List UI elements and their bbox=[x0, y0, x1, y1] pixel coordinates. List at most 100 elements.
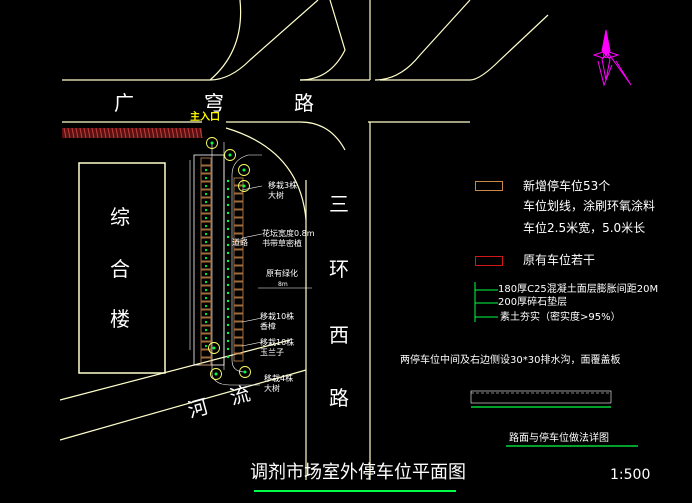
parking-spot bbox=[200, 301, 212, 310]
shrub-dot bbox=[226, 323, 230, 327]
parking-spot bbox=[200, 253, 212, 262]
tree-symbol bbox=[210, 368, 222, 380]
legend-new-spot-swatch bbox=[475, 181, 503, 191]
parking-spot bbox=[233, 193, 244, 202]
shrub-dot bbox=[226, 235, 230, 239]
parking-spot bbox=[200, 165, 212, 174]
shrub-dot bbox=[204, 248, 208, 252]
parking-spot bbox=[233, 225, 244, 234]
parking-spot bbox=[200, 157, 212, 166]
shrub-dot bbox=[226, 251, 230, 255]
parking-spot bbox=[200, 285, 212, 294]
note-plant-top: 移栽3株大树 bbox=[268, 181, 298, 200]
shrub-dot bbox=[204, 256, 208, 260]
parking-spot bbox=[200, 189, 212, 198]
road-name-guangqiong-3: 路 bbox=[294, 91, 316, 115]
shrub-dot bbox=[226, 211, 230, 215]
tree-symbol bbox=[238, 164, 250, 176]
shrub-dot bbox=[204, 280, 208, 284]
shrub-dot bbox=[204, 168, 208, 172]
tree-symbol bbox=[206, 137, 218, 149]
shrub-dot bbox=[204, 320, 208, 324]
shrub-dot bbox=[204, 200, 208, 204]
building-name-1: 综 bbox=[110, 205, 132, 229]
shrub-dot bbox=[204, 216, 208, 220]
section-layer-2: 200厚碎石垫层 bbox=[498, 297, 568, 308]
parking-spot bbox=[200, 341, 212, 350]
parking-spot bbox=[233, 353, 244, 362]
parking-spot bbox=[233, 329, 244, 338]
note-road: 道路 bbox=[232, 238, 248, 247]
section-layer-3: 素土夯实（密实度>95%） bbox=[500, 312, 621, 323]
shrub-dot bbox=[226, 291, 230, 295]
shrub-dot bbox=[204, 328, 208, 332]
road-name-sanhuan-3: 西 bbox=[329, 323, 351, 347]
shrub-dot bbox=[226, 275, 230, 279]
parking-spot bbox=[200, 333, 212, 342]
section-legend-lines bbox=[474, 282, 498, 322]
parking-spot bbox=[200, 221, 212, 230]
drawing-title: 调剂市场室外停车位平面图 bbox=[250, 462, 466, 483]
shrub-dot bbox=[226, 339, 230, 343]
parking-spot bbox=[233, 281, 244, 290]
boundary-fence bbox=[62, 127, 203, 139]
tree-center bbox=[212, 346, 216, 350]
shrub-dot bbox=[226, 283, 230, 287]
parking-spot bbox=[233, 289, 244, 298]
tree-center bbox=[243, 370, 247, 374]
shrub-dot bbox=[204, 336, 208, 340]
shrub-dot bbox=[204, 224, 208, 228]
road-name-sanhuan-1: 三 bbox=[329, 192, 351, 216]
shrub-dot bbox=[204, 272, 208, 276]
parking-spot bbox=[233, 321, 244, 330]
shrub-dot bbox=[204, 208, 208, 212]
shrub-dot bbox=[204, 232, 208, 236]
road-name-sanhuan-2: 环 bbox=[329, 257, 351, 281]
note-plant-bottom: 移栽4株大树 bbox=[264, 374, 294, 393]
parking-spot bbox=[200, 181, 212, 190]
shrub-dot bbox=[226, 299, 230, 303]
shrub-dot bbox=[204, 288, 208, 292]
section-detail-icon bbox=[470, 390, 638, 447]
drawing-scale: 1:500 bbox=[610, 467, 651, 483]
shrub-dot bbox=[204, 192, 208, 196]
shrub-dot bbox=[204, 296, 208, 300]
parking-spot bbox=[233, 265, 244, 274]
parking-spot bbox=[200, 261, 212, 270]
parking-spot bbox=[200, 213, 212, 222]
road-name-guangqiong-2: 穹 bbox=[204, 91, 226, 115]
road-lines bbox=[59, 0, 549, 480]
tree-center bbox=[242, 184, 246, 188]
parking-spot bbox=[233, 313, 244, 322]
shrub-dot bbox=[204, 176, 208, 180]
shrub-dot bbox=[226, 331, 230, 335]
tree-symbol bbox=[224, 149, 236, 161]
legend-existing-spot-swatch bbox=[475, 256, 503, 266]
parking-spot bbox=[200, 269, 212, 278]
shrub-dot bbox=[226, 307, 230, 311]
parking-spot bbox=[233, 297, 244, 306]
shrub-dot bbox=[226, 355, 230, 359]
shrub-dot bbox=[226, 315, 230, 319]
tree-center bbox=[210, 141, 214, 145]
parking-spot bbox=[233, 257, 244, 266]
tree-center bbox=[214, 372, 218, 376]
shrub-dot bbox=[204, 184, 208, 188]
note-dimension: 8m bbox=[278, 281, 288, 288]
shrub-dot bbox=[226, 259, 230, 263]
parking-spot bbox=[200, 277, 212, 286]
dimension-lines bbox=[189, 160, 312, 350]
detail-caption: 路面与停车位做法详图 bbox=[509, 433, 609, 444]
parking-spot bbox=[200, 357, 212, 366]
shrub-dot bbox=[204, 304, 208, 308]
parking-spot bbox=[200, 229, 212, 238]
parking-spot bbox=[233, 241, 244, 250]
tree-center bbox=[242, 168, 246, 172]
note-plant-mid1: 移栽10株香樟 bbox=[260, 312, 295, 331]
road-name-sanhuan-4: 路 bbox=[329, 386, 351, 410]
parking-spot bbox=[200, 197, 212, 206]
building-name-3: 楼 bbox=[110, 307, 132, 331]
shrub-dot bbox=[226, 179, 230, 183]
shrub-dot bbox=[204, 344, 208, 348]
